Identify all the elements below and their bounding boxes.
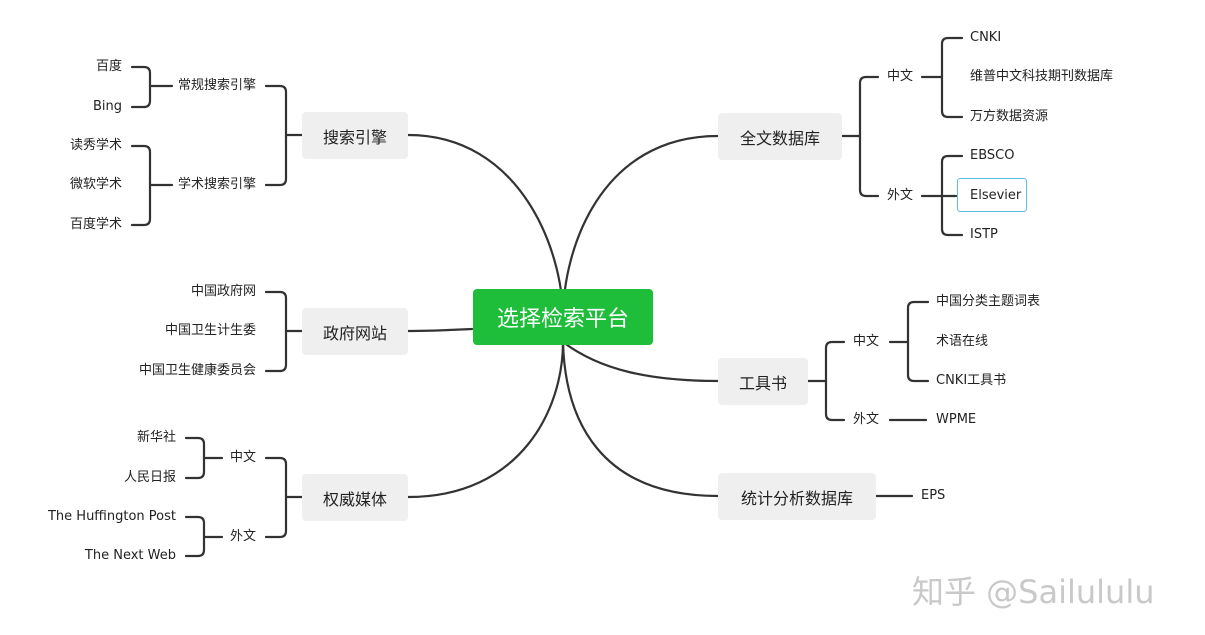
leaf-cnki[interactable]: CNKI xyxy=(970,30,1002,45)
leaf-cnki-ref[interactable]: CNKI工具书 xyxy=(936,373,1007,388)
branch-media[interactable]: 权威媒体 xyxy=(302,474,408,521)
branch-gov-sites[interactable]: 政府网站 xyxy=(302,308,408,355)
branch-reference-books[interactable]: 工具书 xyxy=(718,358,808,405)
leaf-termonline[interactable]: 术语在线 xyxy=(936,334,989,349)
leaf-nhc[interactable]: 中国卫生健康委员会 xyxy=(138,363,256,378)
leaf-ms-academic[interactable]: 微软学术 xyxy=(69,177,122,192)
leaf-wanfang[interactable]: 万方数据资源 xyxy=(970,109,1049,124)
leaf-clc-thesaurus[interactable]: 中国分类主题词表 xyxy=(936,294,1041,309)
leaf-next-web[interactable]: The Next Web xyxy=(84,548,176,563)
link-center-media xyxy=(406,340,565,499)
leaf-bing[interactable]: Bing xyxy=(92,99,122,114)
leaf-xinhua[interactable]: 新华社 xyxy=(136,430,176,445)
leaf-wpme[interactable]: WPME xyxy=(936,412,977,427)
leaf-gov-cn[interactable]: 中国政府网 xyxy=(190,284,256,299)
link-center-gov xyxy=(406,327,474,333)
leaf-ebsco[interactable]: EBSCO xyxy=(970,148,1015,163)
leaf-istp[interactable]: ISTP xyxy=(970,227,998,242)
sub-media-cn[interactable]: 中文 xyxy=(229,450,256,465)
watermark: 知乎 @Sailululu xyxy=(912,573,1155,611)
leaf-vip[interactable]: 维普中文科技期刊数据库 xyxy=(970,69,1114,84)
sub-fulltext-cn[interactable]: 中文 xyxy=(887,69,914,84)
leaf-eps[interactable]: EPS xyxy=(921,488,946,503)
sub-fulltext-en[interactable]: 外文 xyxy=(887,188,914,203)
branch-search-engines[interactable]: 搜索引擎 xyxy=(302,112,408,159)
leaf-peoples-daily[interactable]: 人民日报 xyxy=(123,470,176,485)
sub-media-en[interactable]: 外文 xyxy=(229,529,256,544)
leaf-baidu-academic[interactable]: 百度学术 xyxy=(69,217,122,232)
sub-academic-search[interactable]: 学术搜索引擎 xyxy=(177,177,256,192)
leaf-duxiu[interactable]: 读秀学术 xyxy=(69,138,122,153)
leaf-baidu[interactable]: 百度 xyxy=(95,59,122,74)
branch-stats-db[interactable]: 统计分析数据库 xyxy=(718,473,876,520)
sub-tools-cn[interactable]: 中文 xyxy=(853,334,880,349)
sub-general-search[interactable]: 常规搜索引擎 xyxy=(177,78,256,93)
leaf-elsevier[interactable]: Elsevier xyxy=(957,178,1027,212)
center-node[interactable]: 选择检索平台 xyxy=(473,289,653,345)
link-center-stats xyxy=(561,340,720,498)
leaf-nhfpc[interactable]: 中国卫生计生委 xyxy=(164,323,256,338)
leaf-huffpost[interactable]: The Huffington Post xyxy=(47,509,176,524)
link-center-tools xyxy=(561,340,720,383)
sub-tools-en[interactable]: 外文 xyxy=(853,412,880,427)
branch-fulltext-db[interactable]: 全文数据库 xyxy=(718,113,842,160)
